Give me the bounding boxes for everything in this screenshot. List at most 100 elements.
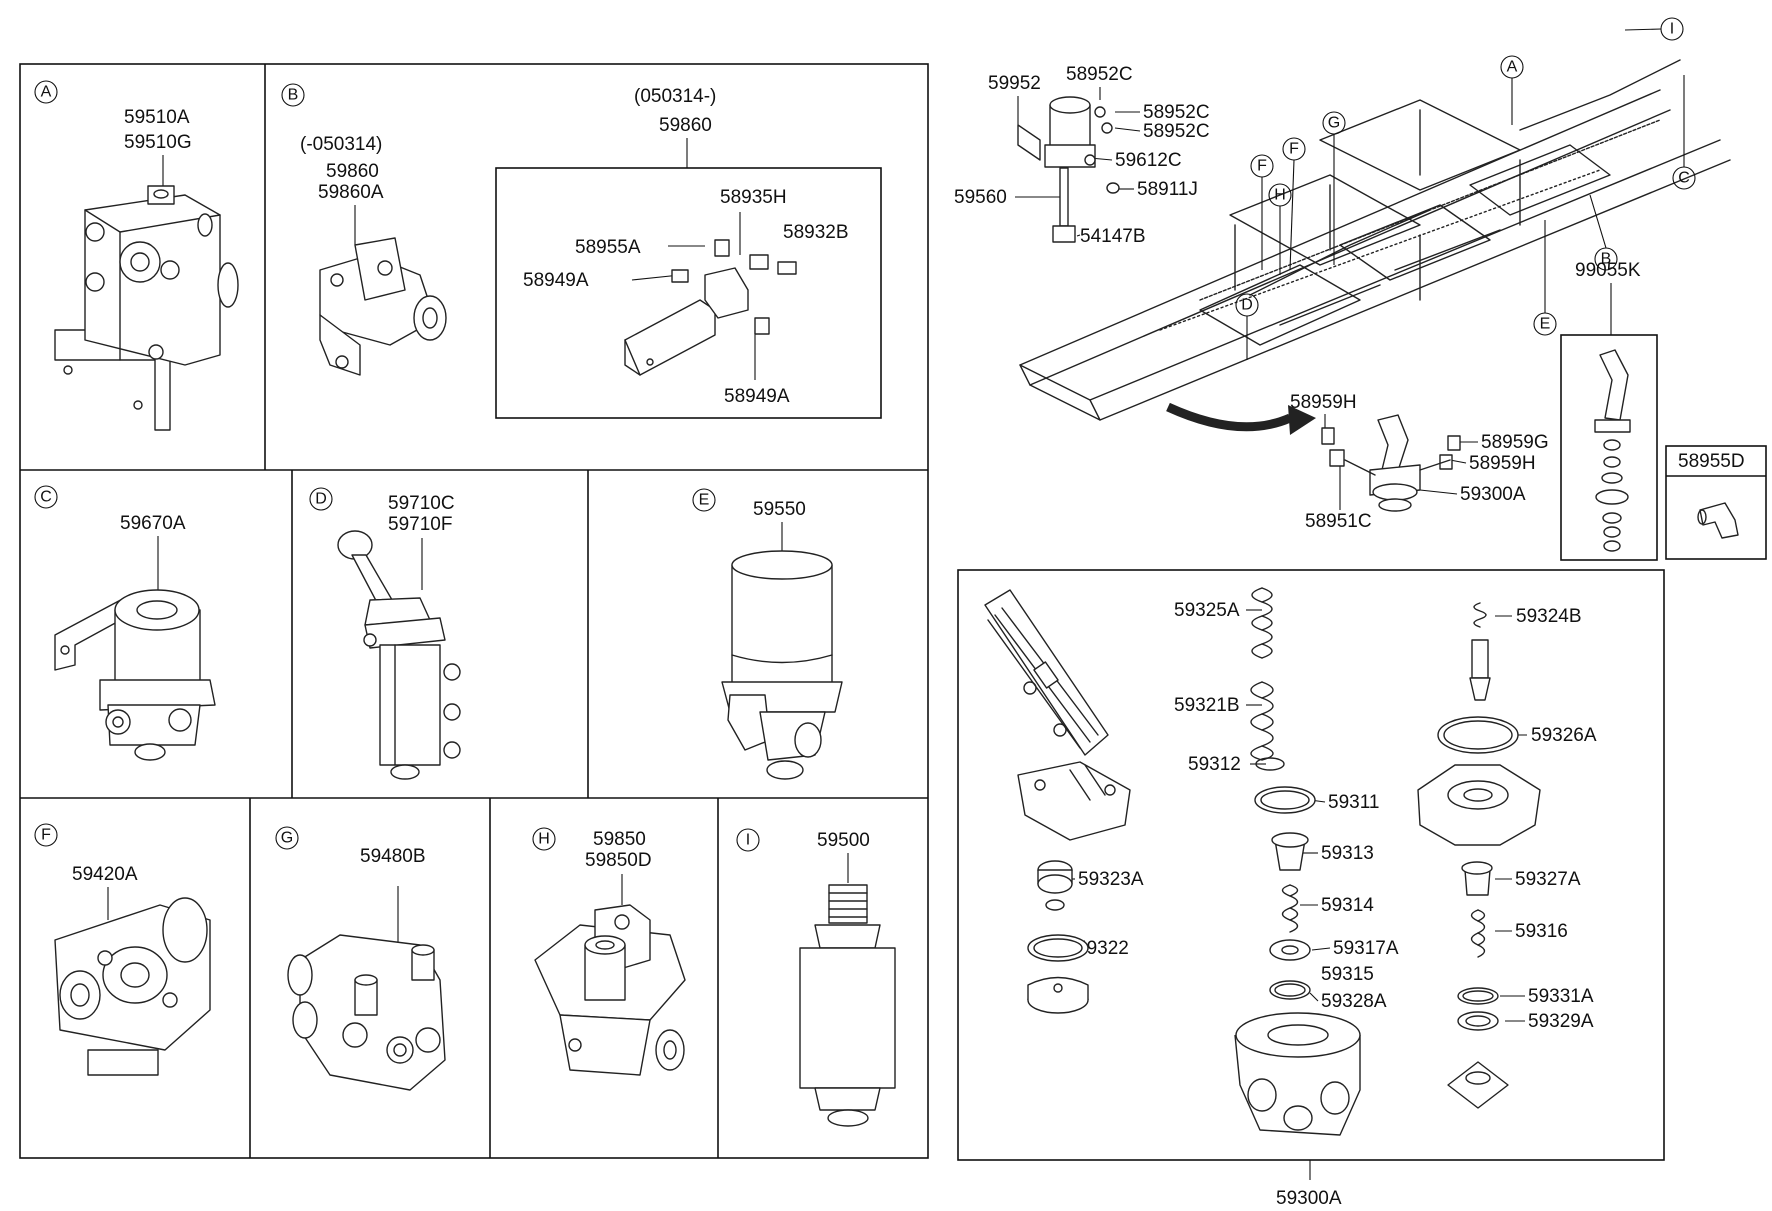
chassis-arrow [1166,402,1316,435]
panel-a-letter: A [41,84,52,101]
exploded-label-59329a: 59329A [1528,1011,1594,1032]
protection-valve-drawing [54,897,211,1076]
panel-f: F 59420A [34,823,211,1076]
panel-b-inset-label-58949a-top: 58949A [523,270,589,291]
overview-foot-valve: 58959H 58959G 58959H 59300A 58951C [1290,392,1549,532]
chassis-callout-i: I [1670,21,1674,38]
dryer-label-58952c-2: 58952C [1143,102,1210,123]
panel-b: B (-050314) 59860 59860A (050314-) 59860… [281,83,849,407]
panel-g-letter: G [281,830,293,847]
exploded-label-59326a: 59326A [1531,725,1597,746]
valve-label-58959g: 58959G [1481,432,1549,453]
valve-g-drawing [287,934,446,1091]
panel-b-left-note: (-050314) [300,134,382,155]
panel-b-letter: B [288,87,299,104]
panel-b-inset-label-58949a-bottom: 58949A [724,386,790,407]
chassis-callout-c: C [1678,170,1690,187]
panel-d: D 59710C 59710F [309,487,461,780]
relay-valve-drawing [54,185,239,431]
exploded-label-59312: 59312 [1188,754,1241,775]
panel-f-label: 59420A [72,864,138,885]
exploded-label-59323a: 59323A [1078,869,1144,890]
panel-b-inset-frame [495,167,882,419]
exploded-label-59315: 59315 [1321,964,1374,985]
chassis-callouts: I A G F F H C D B E [1235,17,1696,360]
kit-frame [1560,334,1658,561]
overview-dryer: 59952 58952C 58952C 58952C 59612C 58911J… [954,64,1210,247]
panel-a: A 59510A 59510G [34,80,239,431]
panel-f-letter: F [41,827,51,844]
valve-label-58959h-top: 58959H [1290,392,1357,413]
left-grid [19,63,929,1159]
exploded-label-59328a: 59316 [1515,921,1568,942]
dryer-label-58952c-3: 58952C [1143,121,1210,142]
kit-drawing [1594,349,1631,552]
pressure-switch-drawing [799,884,896,1127]
panel-h-label-1: 59850 [593,829,646,850]
exploded-label-59331a: 59331A [1528,986,1594,1007]
exploded-label-59317a: 59317A [1333,938,1399,959]
overview-single-part: 58955D [1665,445,1767,560]
exploded-label-59321b: 59321B [1174,695,1240,716]
chassis-callout-f-1: F [1289,141,1299,158]
dryer-label-59560: 59560 [954,187,1007,208]
chassis-callout-d: D [1241,297,1253,314]
dryer-drawing [1017,96,1120,243]
panel-e: E 59550 [692,488,843,780]
single-part-label: 58955D [1678,451,1745,472]
hand-valve-drawing [337,530,461,780]
panel-d-label-2: 59710F [388,514,452,535]
panel-c-letter: C [40,489,52,506]
exploded-assembly-label: 59300A [1276,1188,1342,1209]
chassis-callout-b: B [1601,251,1612,268]
exploded-parts-drawing [984,587,1541,1136]
exploded-label-59313: 59313 [1321,843,1374,864]
panel-a-label-2: 59510G [124,132,192,153]
exploded-frame [957,569,1665,1161]
panel-h-letter: H [538,831,550,848]
valve-b-new-drawing [624,239,797,376]
dryer-label-59952: 59952 [988,73,1041,94]
panel-h-label-2: 59850D [585,850,652,871]
dryer-label-58911j: 58911J [1137,179,1198,200]
elbow-fitting-drawing [1697,502,1739,539]
panel-i-label: 59500 [817,830,870,851]
dryer-label-54147b: 54147B [1080,226,1146,247]
exploded-view: 59300A 59325A 59324B 59321B 59326A 59312… [957,569,1665,1209]
valve-label-58951c: 58951C [1305,511,1372,532]
exploded-label-59327a: 59327A [1515,869,1581,890]
panel-g: G 59480B [275,826,446,1091]
panel-h: H 59850 59850D [532,827,686,1076]
panel-b-left-label-1: 59860 [326,161,379,182]
single-part-frame [1665,445,1767,560]
exploded-label-59325a: 59325A [1174,600,1240,621]
panel-e-letter: E [699,492,710,509]
panel-b-inset-label-58932b: 58932B [783,222,849,243]
chassis-drawing [1019,59,1731,421]
panel-b-right-note: (050314-) [634,86,716,107]
panel-i-letter: I [746,832,750,849]
solenoid-valve-drawing [54,589,216,761]
panel-b-inset-label-58935h: 58935H [720,187,787,208]
panel-g-label: 59480B [360,846,426,867]
kit-label: 99055K [1575,260,1641,281]
exploded-label-59316: 59328A [1321,991,1387,1012]
dryer-label-59612c: 59612C [1115,150,1182,171]
chassis-callout-h: H [1274,187,1286,204]
panel-a-label-1: 59510A [124,107,190,128]
valve-label-58959h-right: 58959H [1469,453,1536,474]
dryer-label-58952c-1: 58952C [1066,64,1133,85]
chassis-callout-f-2: F [1257,158,1267,175]
chassis-callout-e: E [1540,316,1551,333]
panel-d-letter: D [315,491,327,508]
panel-d-label-1: 59710C [388,493,455,514]
overview-chassis: I A G F F H C D B E [1019,17,1731,435]
overview-kit: 99055K [1560,260,1658,561]
exploded-label-59322: 59322 [1076,938,1129,959]
panel-i: I 59500 [736,828,896,1127]
panel-b-inset-label-58955a: 58955A [575,237,641,258]
chassis-callout-a: A [1507,59,1518,76]
exploded-label-59324b: 59324B [1516,606,1582,627]
